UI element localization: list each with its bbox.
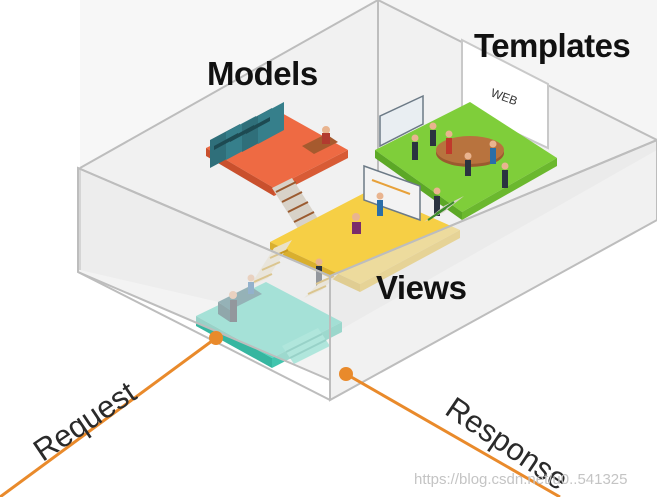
bookshelf-icon [210, 102, 284, 168]
staircase-icon [424, 196, 464, 222]
templates-label: Templates [474, 27, 631, 64]
models-label: Models [207, 55, 318, 92]
watermark-text: https://blog.csdn.net/u0..541325 [414, 471, 628, 488]
desk-icon [302, 126, 338, 154]
response-arrow [339, 367, 561, 497]
building-front-walls [77, 138, 657, 402]
person-icon [411, 122, 509, 188]
models-room [206, 102, 348, 196]
whiteboard-icon [379, 94, 424, 148]
request-arrow [0, 331, 223, 497]
web-screen-icon: WEB [461, 38, 549, 150]
meeting-table-icon [436, 136, 504, 167]
views-label: Views [376, 269, 467, 306]
whiteboard-icon [363, 164, 421, 222]
